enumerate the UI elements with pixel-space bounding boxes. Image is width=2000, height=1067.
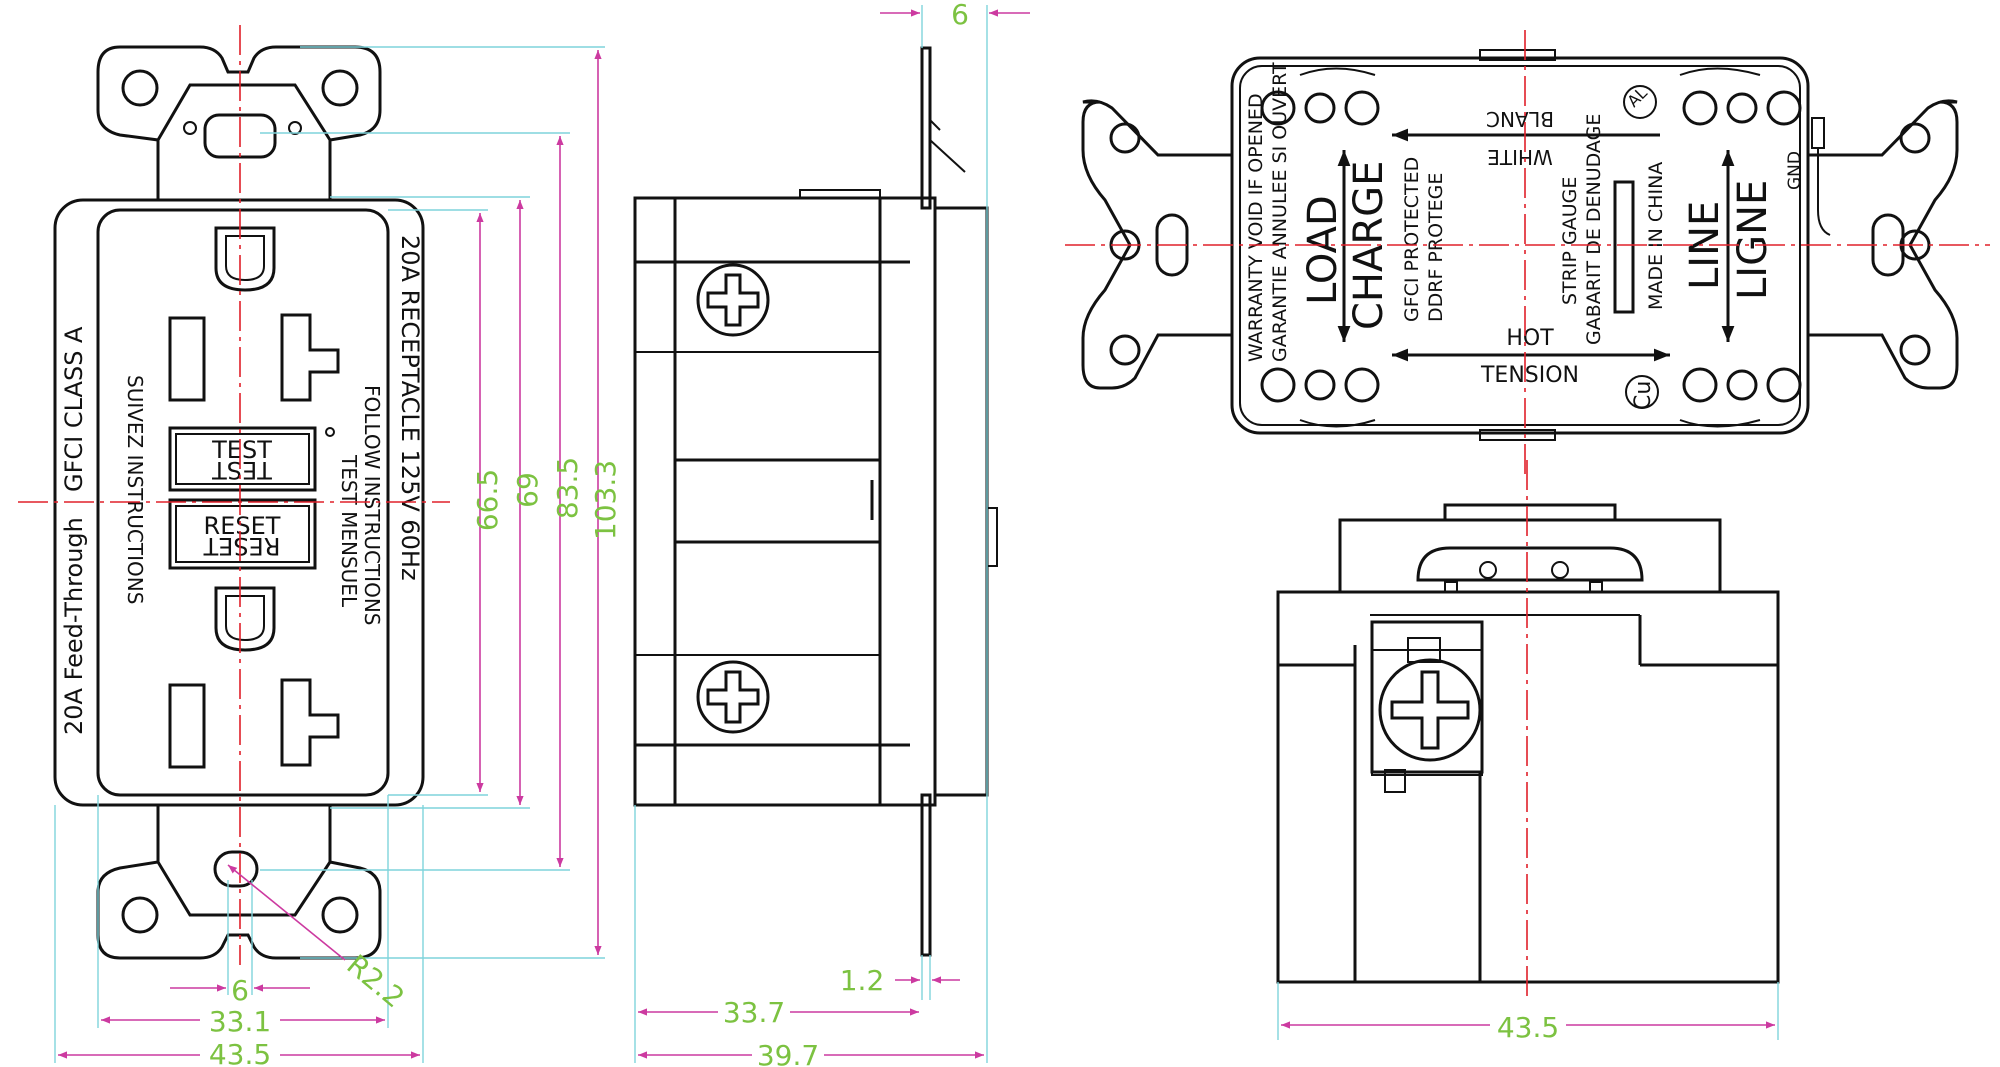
front-text-test-mensuel: TEST MENSUEL <box>337 454 361 608</box>
side-strap-bottom <box>920 793 932 957</box>
gfci-protected-label: GFCI PROTECTED <box>1401 157 1423 322</box>
dim-83-5: 83.5 <box>551 457 584 519</box>
lower-neutral-slot <box>168 683 206 769</box>
upper-ground-slot <box>214 226 276 292</box>
bottom-view-body <box>1276 590 1780 984</box>
test-label: TEST <box>211 436 272 464</box>
load-label: LOAD <box>1300 195 1346 305</box>
upper-neutral-slot <box>168 316 206 402</box>
strip-gauge-slot <box>1613 180 1635 314</box>
back-terminal-screws <box>1260 67 1802 428</box>
test-button[interactable] <box>168 426 317 492</box>
lower-t-slot <box>280 678 340 767</box>
bottom-mounting-strap <box>96 803 382 960</box>
upper-t-slot <box>280 313 340 402</box>
dim-1-2: 1.2 <box>840 964 885 997</box>
dim-69: 69 <box>511 472 544 508</box>
strip-gauge-label: STRIP GAUGE <box>1559 177 1581 305</box>
ddrf-label: DDRF PROTEGE <box>1425 173 1447 322</box>
reset-label: RESET <box>204 512 281 540</box>
bottom-strap-slot <box>213 850 259 888</box>
dim-6-front: 6 <box>231 974 249 1007</box>
cu-mark: Cu <box>1631 381 1656 410</box>
indicator-light <box>325 427 335 437</box>
front-text-gfci-class: GFCI CLASS A <box>60 326 88 492</box>
side-view: 6 1.2 33.7 39.7 <box>633 0 1030 1067</box>
side-strap-top <box>920 46 932 210</box>
side-terminal-screw-bottom <box>696 660 770 734</box>
top-mounting-strap <box>96 45 382 207</box>
bottom-strap-hole-left <box>121 896 159 934</box>
reset-button[interactable] <box>168 498 317 570</box>
dim-103-3: 103.3 <box>589 460 622 540</box>
front-view: TEST TEST RESET RESET 20A Feed-Through G… <box>18 25 622 1067</box>
front-text-follow: FOLLOW INSTRUCTIONS <box>360 385 384 625</box>
white-label: WHITE <box>1487 145 1553 169</box>
back-strap-right <box>1806 99 1959 390</box>
front-text-receptacle: 20A RECEPTACLE 125V 60Hz <box>396 235 424 581</box>
strap-screw-hole-left <box>121 69 159 107</box>
side-body <box>633 196 937 807</box>
dim-66-5: 66.5 <box>471 469 504 531</box>
cu-mark-circle <box>1625 375 1659 409</box>
dim-6-side: 6 <box>951 0 969 31</box>
blanc-label: BLANC <box>1486 107 1554 131</box>
dim-43-5-front: 43.5 <box>209 1038 271 1067</box>
dim-43-5-bottom: 43.5 <box>1497 1011 1559 1044</box>
al-mark-circle <box>1623 85 1657 119</box>
warranty-text: WARRANTY VOID IF OPENED <box>1245 93 1267 362</box>
dim-33-7: 33.7 <box>723 996 785 1029</box>
side-rear-cover <box>933 206 989 797</box>
made-in-china-label: MADE IN CHINA <box>1645 162 1667 310</box>
back-view: WARRANTY VOID IF OPENED GARANTIE ANNULEE… <box>1065 30 1990 475</box>
ligne-label: LIGNE <box>1730 180 1776 300</box>
bottom-view: 43.5 <box>1276 460 1780 1044</box>
bottom-strap-hole-right <box>321 896 359 934</box>
gabarit-label: GABARIT DE DENUDAGE <box>1583 114 1605 345</box>
top-strap-slot <box>203 113 277 159</box>
dim-33-1: 33.1 <box>209 1005 271 1038</box>
tension-label: TENSION <box>1480 363 1579 388</box>
test-label-flipped: TEST <box>212 456 273 484</box>
hot-label: HOT <box>1506 326 1554 351</box>
dim-39-7: 39.7 <box>757 1039 819 1067</box>
strap-screw-hole-right <box>321 69 359 107</box>
gnd-label: GND <box>1785 151 1805 190</box>
front-text-feed-through: 20A Feed-Through <box>60 517 88 735</box>
reset-label-flipped: RESET <box>203 532 280 560</box>
garantie-text: GARANTIE ANNULEE SI OUVERT <box>1269 62 1291 362</box>
side-terminal-screw-top <box>696 263 770 337</box>
front-text-suivez: SUIVEZ INSTRUCTIONS <box>123 375 147 604</box>
lower-ground-slot <box>214 586 276 652</box>
bottom-terminal-screw <box>1378 658 1482 762</box>
